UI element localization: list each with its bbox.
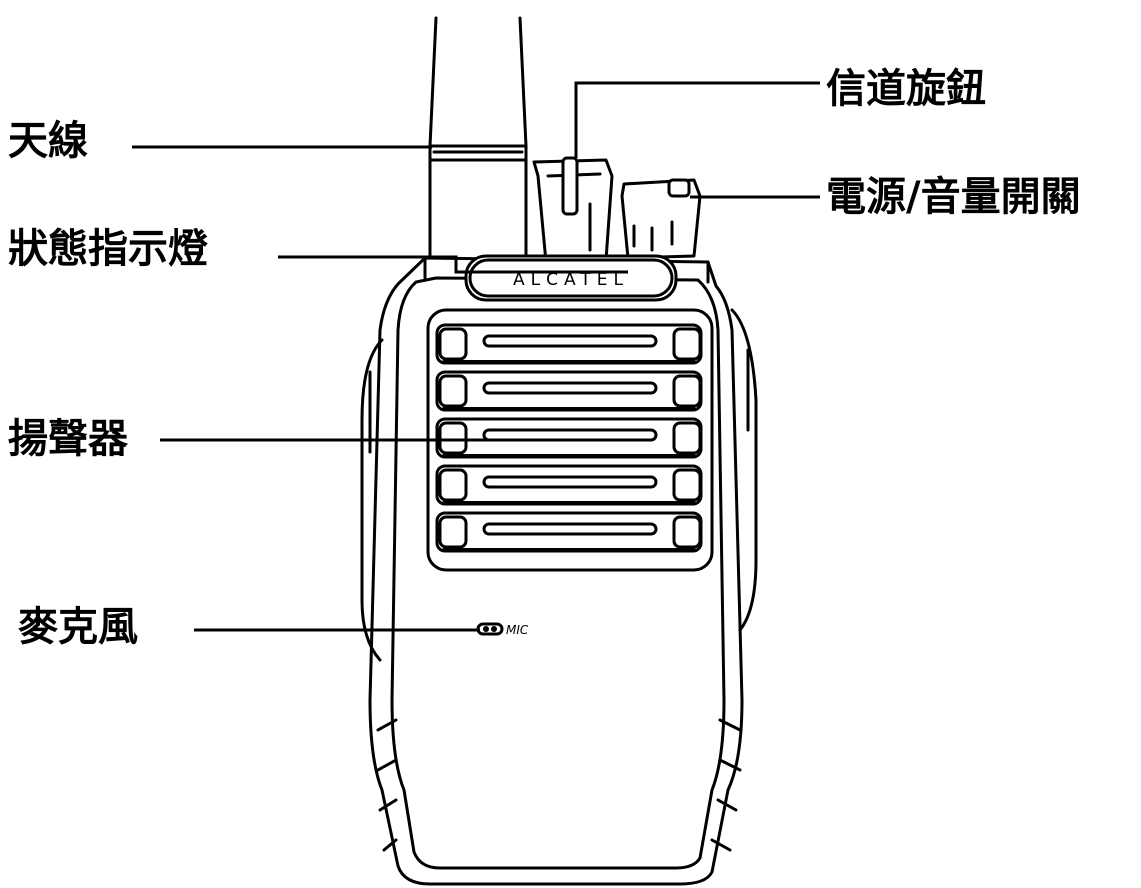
speaker-label: 揚聲器 — [8, 416, 128, 462]
microphone-label: 麥克風 — [18, 604, 138, 650]
power-volume-knob-shape — [620, 178, 702, 260]
callout-lines — [132, 81, 820, 632]
channel-knob-shape — [532, 156, 614, 264]
brand-plate — [468, 258, 674, 298]
channel-knob-label: 信道旋鈕 — [826, 66, 986, 112]
status-light-leader — [278, 255, 628, 274]
status-light-label: 狀態指示燈 — [8, 226, 208, 272]
antenna-label: 天線 — [8, 118, 88, 164]
microphone-shape — [476, 622, 504, 636]
power-volume-switch-label: 電源/音量開關 — [826, 174, 1081, 220]
brand-text: ALCATEL — [513, 270, 629, 290]
antenna-shape — [428, 16, 528, 260]
channel-knob-leader — [574, 81, 820, 158]
mic-text: MIC — [506, 623, 529, 637]
speaker-slots — [435, 323, 703, 553]
